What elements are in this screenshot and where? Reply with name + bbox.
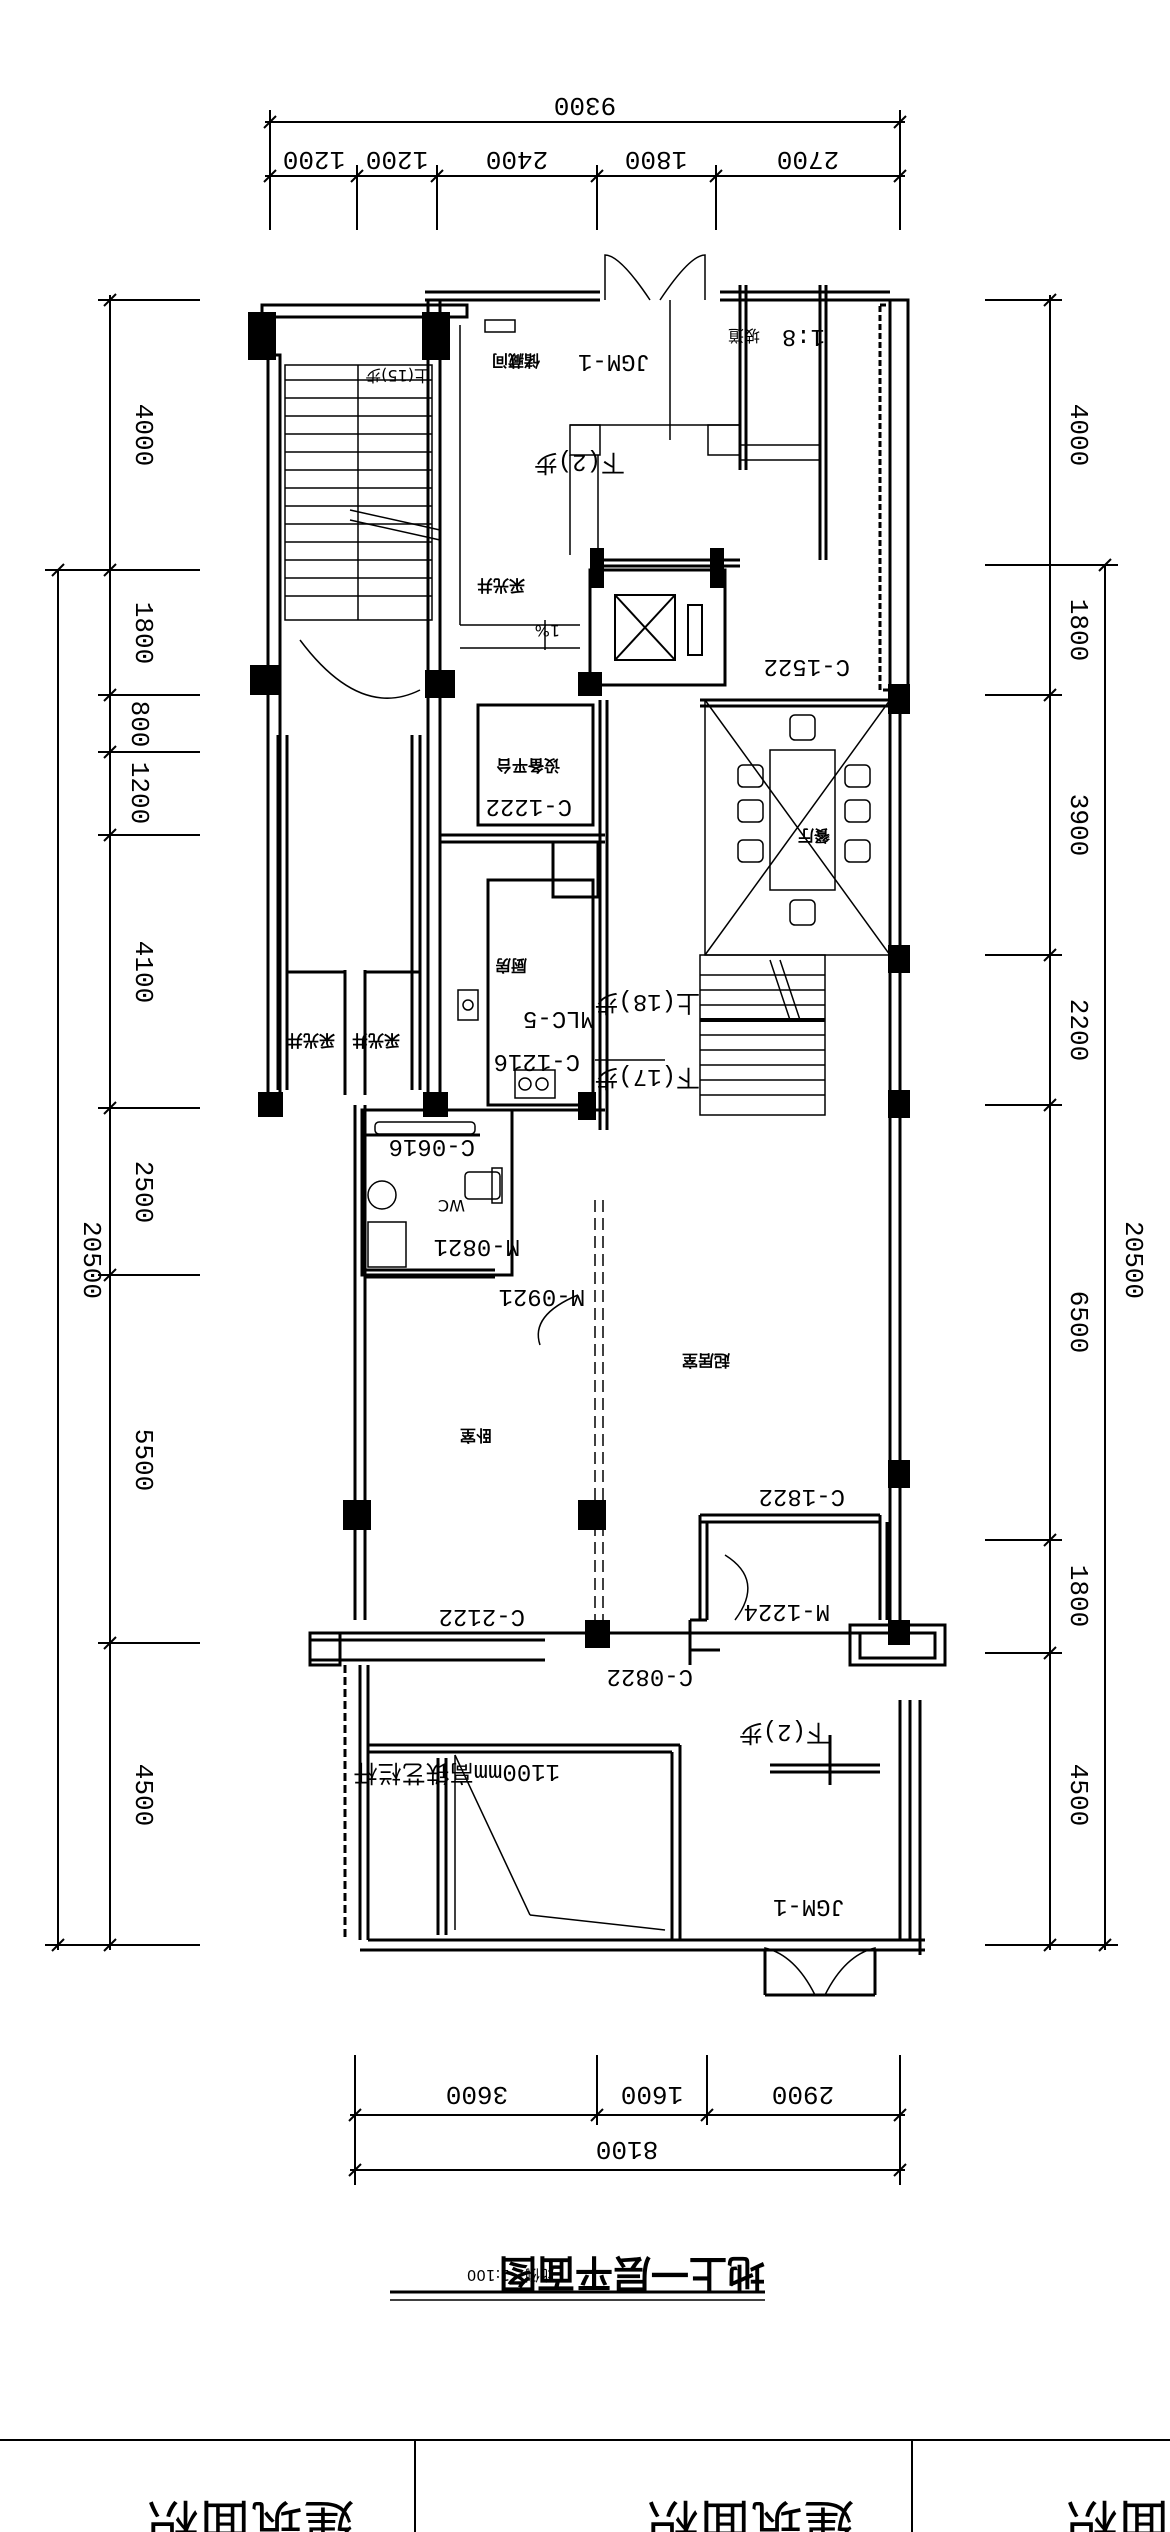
table-cell-2: 建筑面积 xyxy=(647,2492,855,2532)
dim-bottom-3: 2900 xyxy=(772,2079,834,2109)
room-living: 起居室 xyxy=(682,1351,731,1370)
dim-left-7: 5500 xyxy=(128,1429,158,1491)
room-shaft-left: 采光井 xyxy=(287,1031,336,1050)
label-slope: 1:8 xyxy=(782,322,825,349)
dim-top-1: 1200 xyxy=(283,144,345,174)
dim-left-5: 4100 xyxy=(128,941,158,1003)
room-dining: 餐厅 xyxy=(798,826,831,845)
room-equipment: 设备平台 xyxy=(496,756,560,775)
label-jgm1-top: JGM-1 xyxy=(578,347,650,374)
dim-right-4: 2200 xyxy=(1063,999,1093,1061)
title-underline xyxy=(390,2290,765,2301)
bathroom-fixtures xyxy=(367,989,556,1268)
area-table: 建筑面积 建筑面积 面积 xyxy=(0,2439,1170,2532)
label-mlc5: MLC-5 xyxy=(523,1004,595,1031)
elevator xyxy=(588,568,727,687)
label-down17: 下(17)步 xyxy=(594,1062,700,1091)
dim-right-5: 6500 xyxy=(1063,1291,1093,1353)
dim-top-total: 9300 xyxy=(554,90,616,120)
label-up18: 上(18)步 xyxy=(594,987,700,1016)
dim-left-4: 1200 xyxy=(124,762,154,824)
right-dimension-lines xyxy=(985,293,1118,1952)
dim-top-4: 1800 xyxy=(625,144,687,174)
label-down2-bottom: 下(2)步 xyxy=(739,1717,830,1746)
label-jgm1-bottom: JGM-1 xyxy=(773,1892,845,1919)
room-shaft-left2: 采光井 xyxy=(352,1031,401,1050)
label-c1522: C-1522 xyxy=(764,652,850,679)
dim-top-5: 2700 xyxy=(777,144,839,174)
label-pct: 1% xyxy=(535,621,560,640)
dim-left-2: 1800 xyxy=(128,602,158,664)
dim-top-3: 2400 xyxy=(486,144,548,174)
dim-bottom-total: 8100 xyxy=(596,2134,658,2164)
dim-right-2: 1800 xyxy=(1063,599,1093,661)
label-m0821: M-0821 xyxy=(434,1232,520,1259)
dim-left-1: 4000 xyxy=(128,404,158,466)
label-c0616: C-0616 xyxy=(389,1132,475,1159)
door-swings xyxy=(537,254,876,1996)
dim-left-3: 800 xyxy=(124,701,154,748)
label-c1216: C-1216 xyxy=(494,1047,580,1074)
label-c2122: C-2122 xyxy=(439,1602,525,1629)
dim-left-6: 2500 xyxy=(128,1161,158,1223)
entry-ramp xyxy=(454,300,820,1931)
drawing-scale: 比例：1:100 xyxy=(467,2266,555,2284)
room-storage: 储藏间 xyxy=(492,351,541,370)
left-dimension-lines xyxy=(45,293,200,1952)
dim-left-total: 20500 xyxy=(76,1221,106,1299)
dining-area xyxy=(704,699,891,956)
dim-left-8: 4500 xyxy=(128,1764,158,1826)
dim-right-1: 4000 xyxy=(1063,404,1093,466)
dim-right-total: 20500 xyxy=(1118,1221,1148,1299)
stair-top-left xyxy=(284,364,441,699)
dim-top-2: 1200 xyxy=(366,144,428,174)
room-kitchen: 厨房 xyxy=(495,956,527,975)
structural-columns xyxy=(248,312,910,1648)
top-dimension-lines xyxy=(263,110,907,230)
dim-bottom-2: 1600 xyxy=(621,2079,683,2109)
label-m0921: M-0921 xyxy=(499,1282,585,1309)
label-m1224: M-1224 xyxy=(744,1597,830,1624)
table-cell-1: 建筑面积 xyxy=(147,2492,355,2532)
labels: 9300 1200 1200 2400 1800 2700 3600 1600 … xyxy=(76,90,1148,2295)
table-cell-3: 面积 xyxy=(1066,2492,1170,2532)
dim-right-6: 1800 xyxy=(1063,1565,1093,1627)
bottom-dimension-lines xyxy=(348,2055,907,2185)
dim-bottom-1: 3600 xyxy=(446,2079,508,2109)
room-shaft-top: 采光井 xyxy=(477,576,526,595)
label-rail: 1100mm高铁艺栏杆 xyxy=(354,1757,560,1786)
drawing-title: 地上一层平面图 xyxy=(499,2251,765,2295)
dim-right-3: 3900 xyxy=(1063,794,1093,856)
stair-middle xyxy=(699,954,826,1116)
dim-right-7: 4500 xyxy=(1063,1764,1093,1826)
label-down2-top: 下(2)步 xyxy=(534,447,625,476)
label-c0822: C-0822 xyxy=(607,1662,693,1689)
room-bedroom: 卧室 xyxy=(460,1426,492,1445)
label-up15: 上(15)步 xyxy=(365,366,430,385)
label-c1822: C-1822 xyxy=(759,1482,845,1509)
label-c1222: C-1222 xyxy=(486,792,572,819)
label-ramp-note: 坡道 xyxy=(728,326,760,345)
label-wc: WC xyxy=(438,1196,465,1215)
